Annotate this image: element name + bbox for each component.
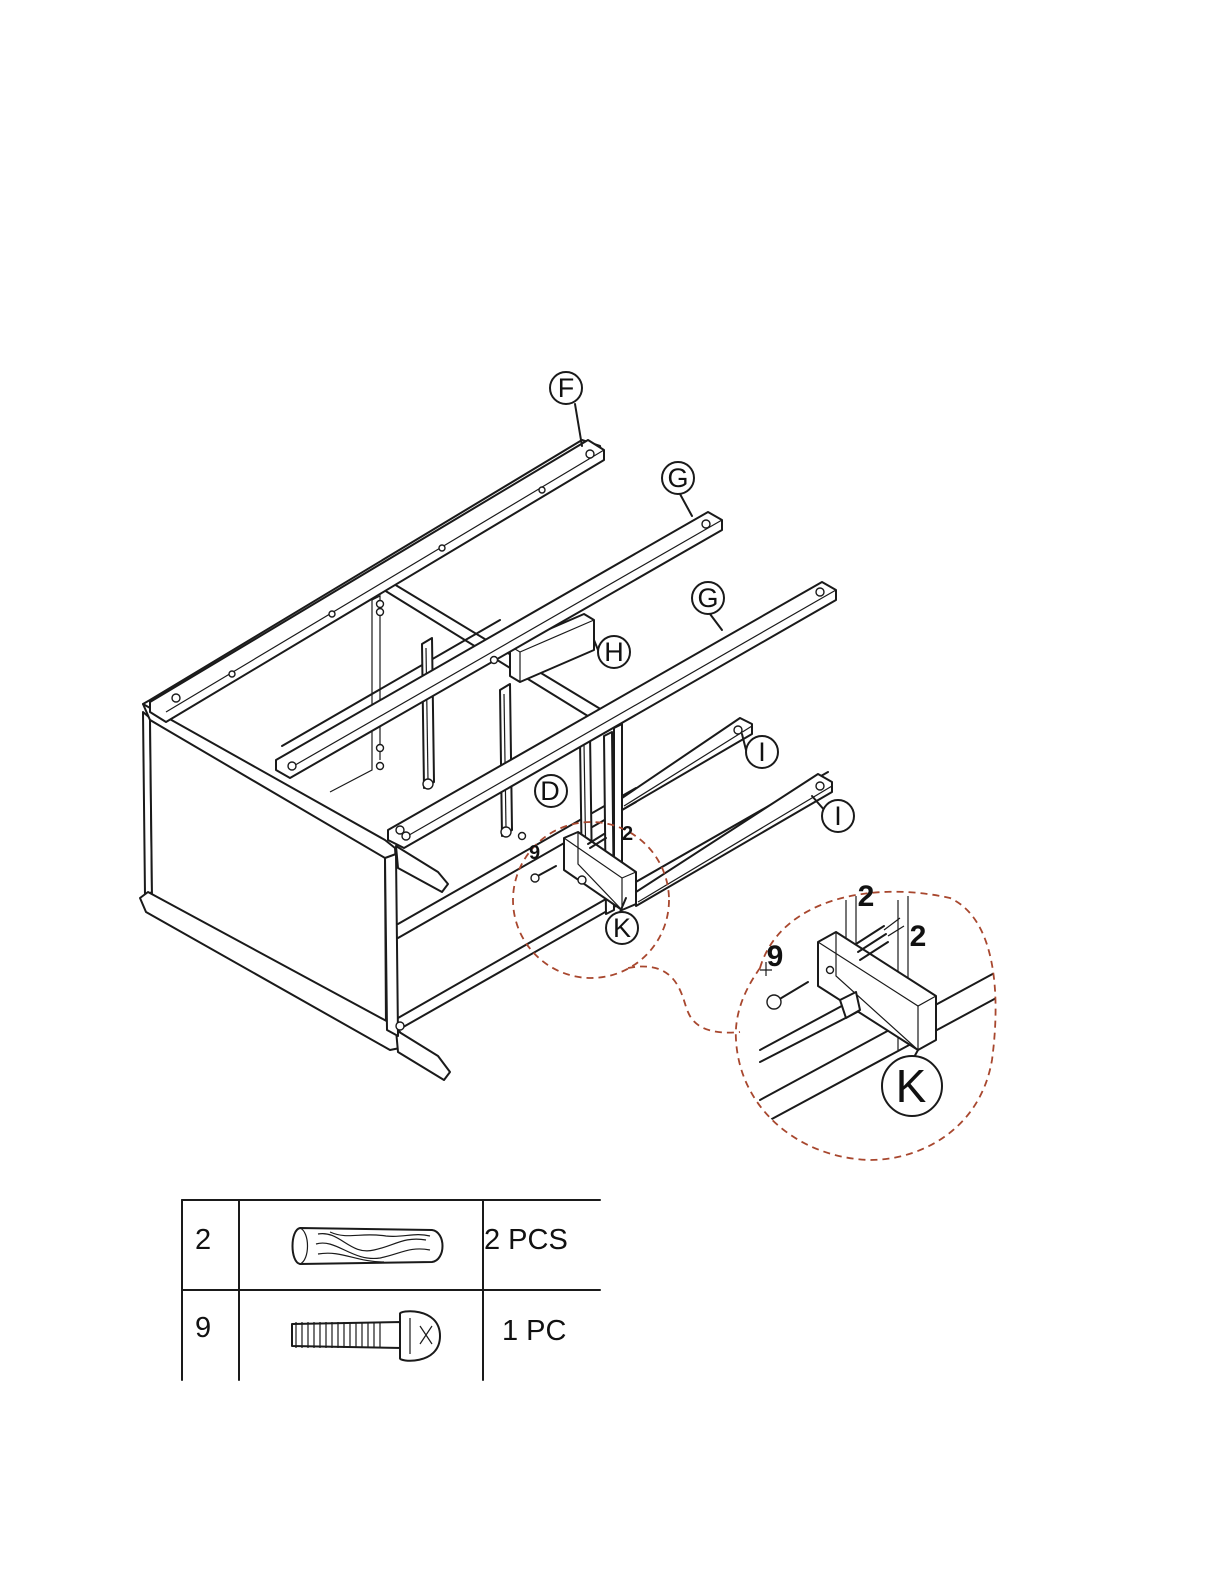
callout-k: K xyxy=(613,913,631,943)
parts-row-1-id: 2 xyxy=(195,1224,211,1256)
rail-i-upper xyxy=(622,718,752,810)
rail-i-lower xyxy=(636,774,832,906)
parts-row-1-qty: 2 PCS xyxy=(484,1224,568,1256)
callout-g2: G xyxy=(697,583,718,613)
parts-row-2-id: 9 xyxy=(195,1312,211,1344)
callout-f: F xyxy=(558,373,575,403)
part-number-2-small: 2 xyxy=(622,823,633,845)
cabinet-frame xyxy=(140,440,830,1080)
bolt-screw-icon xyxy=(292,1311,440,1360)
rail-f xyxy=(150,440,604,722)
wooden-dowel-icon xyxy=(293,1228,443,1264)
rail-g-upper xyxy=(276,512,722,778)
callout-k-detail: K xyxy=(896,1060,927,1112)
callout-h: H xyxy=(604,637,624,667)
parts-table: 2 2 PCS 9 1 PC xyxy=(182,1200,600,1380)
parts-row-2-qty: 1 PC xyxy=(502,1315,566,1347)
part-number-2-detail-a: 2 xyxy=(858,880,875,913)
callout-i2: I xyxy=(834,801,842,831)
callout-g1: G xyxy=(667,463,688,493)
part-number-9-small: 9 xyxy=(529,842,540,864)
part-number-2-detail-b: 2 xyxy=(910,920,927,953)
callout-i1: I xyxy=(758,737,766,767)
detail-enlargement xyxy=(736,892,1000,1160)
part-number-9-detail: 9 xyxy=(767,940,784,973)
callout-d: D xyxy=(540,776,560,806)
